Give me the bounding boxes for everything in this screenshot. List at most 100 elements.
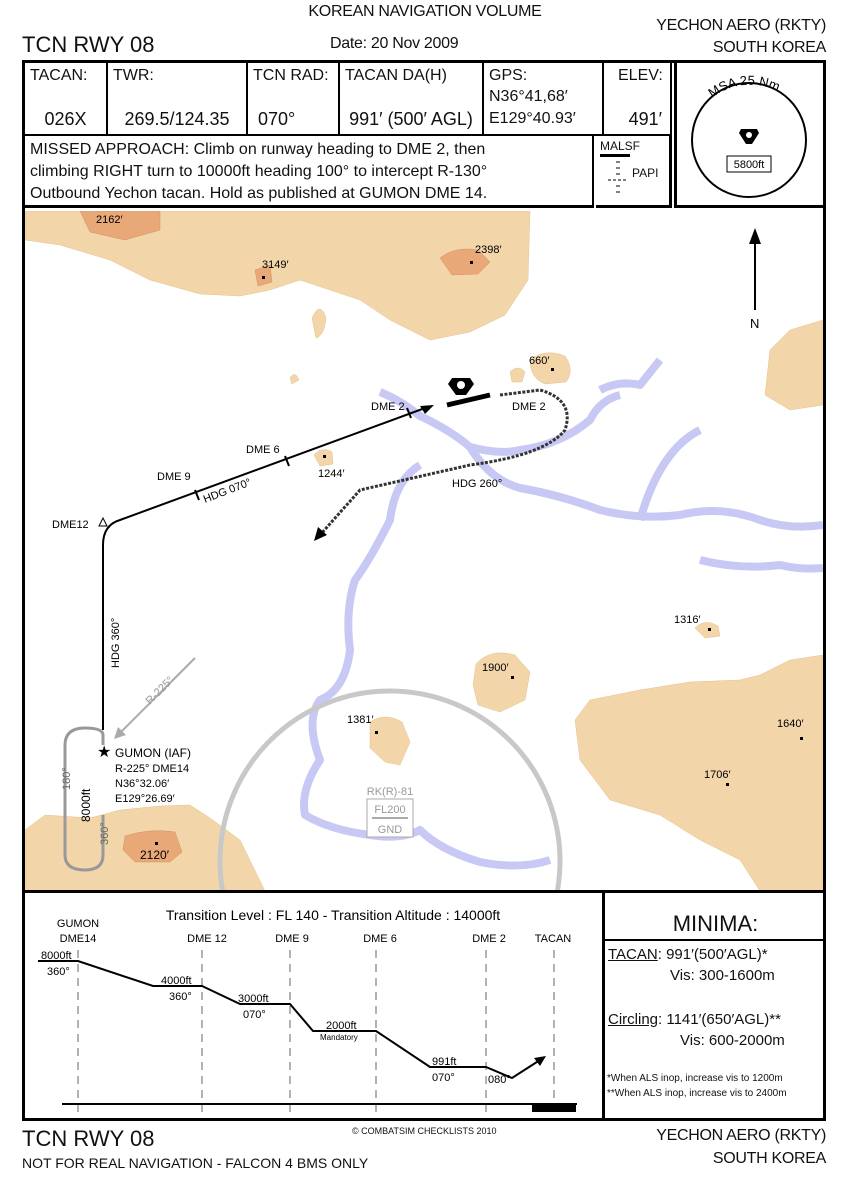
missed-approach-arrow-icon [314,527,327,541]
r225-radial [119,657,196,734]
elevation-label: 2398′ [475,244,502,256]
elev-cell: ELEV: 491′ [604,63,672,134]
info-row: TACAN: 026X TWR: 269.5/124.35 TCN RAD: 0… [25,63,672,136]
dme2-label: DME 2 [371,401,405,413]
missed-approach-line: Outbound Yechon tacan. Hold as published… [30,185,488,202]
gps-lat: N36°41,68′ [489,88,568,105]
hdg260-label: HDG 260° [452,478,502,490]
dme2-missed-label: DME 2 [512,401,546,413]
hold-inbound-heading: 180° [61,767,73,790]
plan-view-map: RK(R)-81 FL200 GND 2162′ 3149′ 2398′ 660… [25,211,823,891]
heading-label: 070° [432,1072,455,1084]
fix-label: DME 12 [187,933,227,945]
fix-label: DME14 [60,933,97,945]
minima-title: MINIMA: [672,911,759,936]
missed-approach-line: climbing RIGHT turn to 10000ft heading 1… [30,163,488,180]
gps-lon: E129°40.93′ [489,110,576,127]
heading-label: 360° [169,991,192,1003]
volume-title: KOREAN NAVIGATION VOLUME [308,3,542,20]
malsf-label: MALSF [600,139,641,153]
elevation-label: 1640′ [777,718,804,730]
gumon-lon: E129°26.69′ [115,793,175,805]
altitude-label: 4000ft [161,975,192,987]
airport-tacan-icon [446,378,491,408]
minima-title-rule [605,939,826,941]
approach-arrow-icon [420,405,434,414]
rad-value: 070° [258,109,296,129]
altitude-label: 2000ft [326,1020,357,1032]
radial-arrow-icon [114,727,126,739]
gumon-radial: R-225° DME14 [115,763,189,775]
dme12-label: DME12 [52,519,89,531]
altitude-label: 3000ft [238,993,269,1005]
circling-minima-value: : 1141′(650′AGL)** [658,1011,781,1028]
da-cell: TACAN DA(H) 991′ (500′ AGL) [340,63,484,134]
footer-disclaimer: NOT FOR REAL NAVIGATION - FALCON 4 BMS O… [22,1155,369,1171]
missed-approach-line: MISSED APPROACH: Climb on runway heading… [30,141,486,158]
chart-date: Date: 20 Nov 2009 [330,35,459,52]
tacan-label: TACAN: [30,67,88,84]
fix-label: DME 9 [275,933,309,945]
footer-country: SOUTH KOREA [712,1150,826,1167]
gumon-star-icon: ★ [97,744,111,761]
circling-minima: Circling: 1141′(650′AGL)** [608,1011,781,1028]
msa-altitude: 5800ft [734,159,765,171]
heading-label: 360° [47,966,70,978]
gps-cell: GPS: N36°41,68′ E129°40.93′ [484,63,604,134]
twr-value: 269.5/124.35 [124,109,230,129]
country-name: SOUTH KOREA [712,39,826,56]
fix-triangle-icon [98,516,108,527]
altitude-label: 8000ft [41,950,72,962]
msa-diagram: MSA 25 Nm 5800ft [691,73,807,198]
fix-label: DME 2 [472,933,506,945]
gumon-lat: N36°32.06′ [115,778,169,790]
north-arrow-icon [749,228,761,310]
footer-procedure: TCN RWY 08 [22,1126,155,1151]
terrain-peaks [79,211,491,863]
missed-approach-text: MISSED APPROACH: Climb on runway heading… [25,136,594,208]
elevation-label: 1316′ [674,614,701,626]
papi-label: PAPI [632,166,659,180]
da-value: 991′ (500′ AGL) [349,109,473,129]
profile-fix-labels: GUMON DME14 DME 12 DME 9 DME 6 DME 2 TAC… [57,918,571,945]
footer-airport: YECHON AERO (RKTY) [656,1127,826,1144]
minima-divider [602,893,605,1118]
gumon-name: GUMON (IAF) [115,746,191,760]
fix-label: DME 6 [363,933,397,945]
elev-label: ELEV: [618,67,663,84]
dme6-label: DME 6 [246,444,280,456]
profile-missed-arrow-icon [534,1056,546,1066]
fix-label: GUMON [57,918,99,930]
fix-label: TACAN [535,933,572,945]
tacan-minima-value: : 991′(500′AGL)* [657,946,768,963]
note-1: *When ALS inop, increase vis to 1200m [607,1073,783,1084]
tacan-vis: Vis: 300-1600m [670,967,775,984]
msa-circle [691,82,807,198]
restricted-bottom: GND [378,824,403,836]
holding-pattern [63,726,105,872]
elevation-label: 1900′ [482,662,509,674]
airport-name: YECHON AERO (RKTY) [656,17,826,34]
hold-altitude: 8000ft [79,788,93,822]
elevation-label: 2162′ [96,214,123,226]
map-divider [22,890,826,893]
circling-minima-label: Circling [608,1011,659,1028]
da-label: TACAN DA(H) [345,67,447,84]
tacan-cell: TACAN: 026X [25,63,108,134]
approach-track [102,407,426,730]
circling-vis: Vis: 600-2000m [680,1032,785,1049]
mandatory-label: Mandatory [320,1033,358,1042]
tacan-minima: TACAN: 991′(500′AGL)* [608,946,768,963]
rivers [300,357,823,870]
chart-frame [22,60,826,1121]
lighting-cell: MALSF PAPI [596,136,672,208]
rad-cell: TCN RAD: 070° [248,63,340,134]
msa-cell: MSA 25 Nm 5800ft [674,63,823,208]
hdg360-label: HDG 360° [110,618,122,668]
papi-icon [608,161,628,193]
spot-elevations: 2162′ 3149′ 2398′ 660′ 1244′ 1316′ 1900′… [96,214,804,862]
twr-cell: TWR: 269.5/124.35 [108,63,248,134]
footer-copyright: © COMBATSIM CHECKLISTS 2010 [352,1126,497,1136]
descent-profile-line [38,960,541,1080]
